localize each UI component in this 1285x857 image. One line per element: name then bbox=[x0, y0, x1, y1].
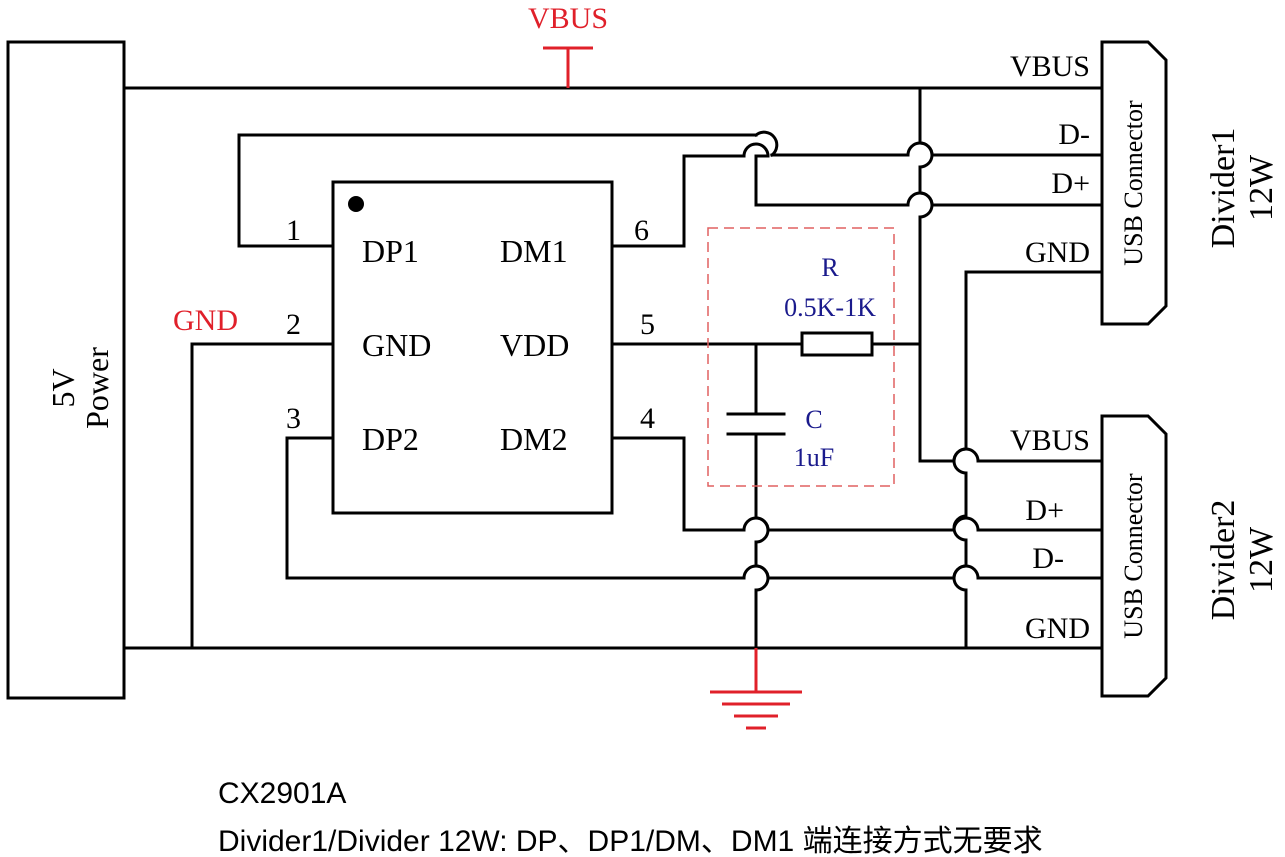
conn1-gnd-label: GND bbox=[1025, 236, 1090, 269]
dm1-wire-b bbox=[754, 154, 910, 207]
capacitor-name: C bbox=[805, 405, 822, 434]
caption-note: Divider1/Divider 12W: DP、DP1/DM、DM1 端连接方… bbox=[218, 825, 1043, 857]
usb-connector-2-label: USB Connector bbox=[1119, 473, 1148, 639]
vbus-net-label: VBUS bbox=[528, 2, 608, 35]
gnd-net-label: GND bbox=[173, 304, 238, 337]
divider2-power: 12W bbox=[1243, 526, 1280, 593]
dm1-wire bbox=[610, 154, 746, 248]
vbus-drop-c bbox=[918, 215, 956, 463]
pin1-marker bbox=[348, 196, 364, 212]
power-block bbox=[6, 40, 126, 700]
chip-label-vdd: VDD bbox=[500, 327, 569, 363]
dm1-hop-a bbox=[742, 142, 770, 158]
dp1-hop-a bbox=[753, 130, 779, 158]
dm2-hop-b bbox=[952, 516, 980, 532]
dp2-wire bbox=[285, 436, 746, 580]
pin-number-6: 6 bbox=[634, 214, 649, 247]
usb-connector-1 bbox=[1100, 40, 1168, 326]
cap-hop-a bbox=[754, 516, 770, 544]
divider2-label: Divider2 bbox=[1205, 500, 1242, 621]
chip-label-gnd: GND bbox=[362, 327, 431, 363]
chip-label-dm1: DM1 bbox=[500, 233, 568, 269]
divider1-label: Divider1 bbox=[1205, 128, 1242, 249]
usb-connector-1-label: USB Connector bbox=[1119, 100, 1148, 266]
capacitor-value: 1uF bbox=[794, 443, 834, 472]
conn2-dplus-label: D+ bbox=[1025, 494, 1064, 527]
conn2-vbus-label: VBUS bbox=[1010, 424, 1090, 457]
power-label-voltage: 5V bbox=[45, 368, 81, 407]
dm2-wire bbox=[610, 436, 746, 532]
pin2-gnd-wire bbox=[190, 342, 335, 650]
conn1-dplus-label: D+ bbox=[1051, 167, 1090, 200]
pin-number-3: 3 bbox=[286, 402, 301, 435]
conn2-dminus-label: D- bbox=[1032, 542, 1064, 575]
usb-connector-2 bbox=[1100, 414, 1168, 698]
conn1-dminus-label: D- bbox=[1058, 118, 1090, 151]
rc-dashed-box bbox=[707, 227, 895, 487]
power-label-text: Power bbox=[79, 347, 115, 429]
chip-body bbox=[331, 180, 614, 515]
chip-label-dm2: DM2 bbox=[500, 421, 568, 457]
divider1-power: 12W bbox=[1243, 154, 1280, 221]
resistor-name: R bbox=[821, 253, 839, 282]
resistor-value: 0.5K-1K bbox=[784, 293, 876, 322]
dp1-wire bbox=[237, 133, 758, 248]
conn2-gnd-label: GND bbox=[1025, 612, 1090, 645]
gnd-riser-hop-c bbox=[952, 447, 968, 475]
chip-label-dp2: DP2 bbox=[362, 421, 419, 457]
pin-number-4: 4 bbox=[640, 402, 655, 435]
chip-label-dp1: DP1 bbox=[362, 233, 419, 269]
resistor bbox=[800, 331, 874, 357]
conn1-vbus-label: VBUS bbox=[1010, 50, 1090, 83]
vbus-drop-hop-b bbox=[918, 191, 934, 219]
caption-part-number: CX2901A bbox=[218, 777, 346, 810]
pin-number-1: 1 bbox=[286, 214, 301, 247]
pin-number-2: 2 bbox=[286, 308, 301, 341]
gnd-riser-d bbox=[964, 270, 1104, 451]
dp2-hop-b bbox=[952, 564, 980, 580]
pin-number-5: 5 bbox=[640, 308, 655, 341]
vbus-drop-hop-a bbox=[918, 141, 934, 169]
cap-hop-b bbox=[754, 564, 770, 592]
